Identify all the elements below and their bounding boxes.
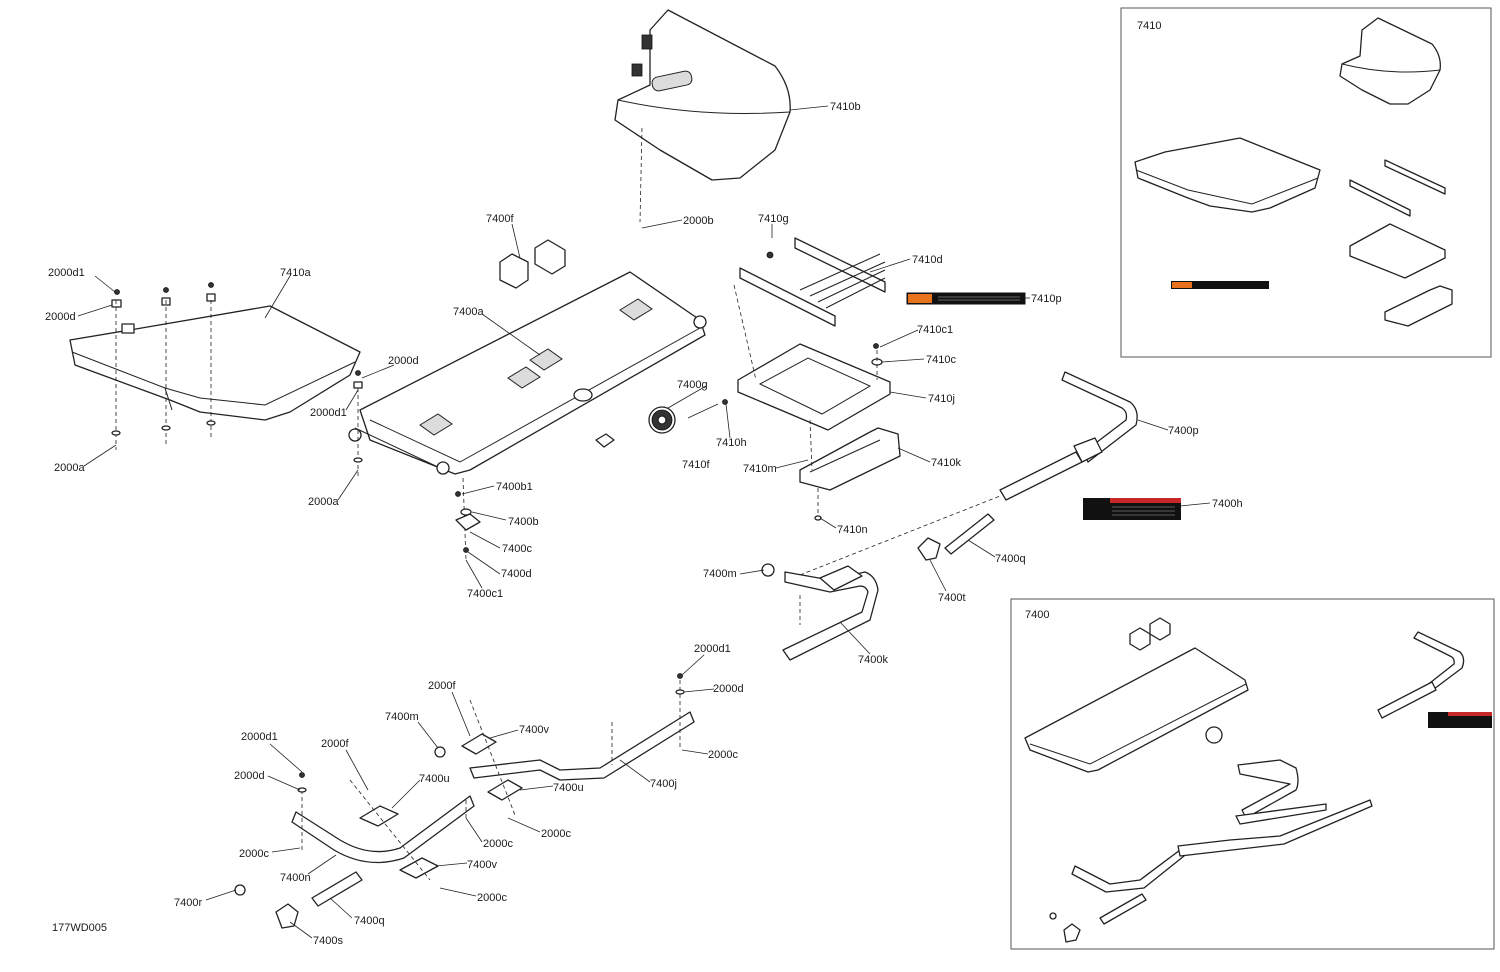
tray-pads bbox=[419, 298, 653, 436]
part-7400g-dial bbox=[648, 406, 676, 434]
callout-7400k: 7400k bbox=[858, 654, 888, 666]
part-7410b-seat-back bbox=[614, 9, 791, 181]
callout-2000d1: 2000d1 bbox=[310, 407, 347, 419]
part-7410a-seat-cushion bbox=[69, 305, 361, 421]
callout-2000c: 2000c bbox=[708, 749, 738, 761]
part-7400u-v-clamps bbox=[359, 733, 523, 879]
callout-7410p: 7410p bbox=[1031, 293, 1062, 305]
callout-2000d1: 2000d1 bbox=[241, 731, 278, 743]
part-7400p-grab-bar bbox=[999, 371, 1138, 501]
part-7410k-bracket bbox=[799, 427, 901, 491]
callout-7400b: 7400b bbox=[508, 516, 539, 528]
callout-7400g: 7400g bbox=[677, 379, 708, 391]
callout-7410a: 7410a bbox=[280, 267, 311, 279]
callout-7400f: 7400f bbox=[486, 213, 514, 225]
callout-7410b: 7410b bbox=[830, 101, 861, 113]
callout-7400d: 7400d bbox=[501, 568, 532, 580]
callout-7410f: 7410f bbox=[682, 459, 710, 471]
callout-7400u: 7400u bbox=[419, 773, 450, 785]
callout-7410c: 7410c bbox=[926, 354, 956, 366]
callout-7410n: 7410n bbox=[837, 524, 868, 536]
part-7410d-step-bars bbox=[739, 237, 886, 327]
callout-7400c: 7400c bbox=[502, 543, 532, 555]
callout-2000a: 2000a bbox=[54, 462, 85, 474]
callout-7400u: 7400u bbox=[553, 782, 584, 794]
callout-7400q: 7400q bbox=[354, 915, 385, 927]
callout-7400a: 7400a bbox=[453, 306, 484, 318]
part-7400f-latch bbox=[499, 239, 566, 289]
callout-2000a: 2000a bbox=[308, 496, 339, 508]
callout-2000b: 2000b bbox=[683, 215, 714, 227]
callout-7400q: 7400q bbox=[995, 553, 1026, 565]
drawing-reference: 177WD005 bbox=[52, 922, 107, 934]
callout-2000c: 2000c bbox=[477, 892, 507, 904]
part-7400q-tube bbox=[944, 513, 995, 555]
callout-7400m: 7400m bbox=[385, 711, 419, 723]
part-7400k-step-bar bbox=[761, 563, 879, 661]
callout-2000d1: 2000d1 bbox=[694, 643, 731, 655]
part-7400n-bar bbox=[291, 795, 475, 864]
callout-2000d1: 2000d1 bbox=[48, 267, 85, 279]
lower-fasteners bbox=[297, 673, 685, 881]
callout-7400p: 7400p bbox=[1168, 425, 1199, 437]
callout-2000d: 2000d bbox=[45, 311, 76, 323]
callout-7410c1: 7410c1 bbox=[917, 324, 953, 336]
callout-7410m: 7410m bbox=[743, 463, 777, 475]
fasteners-7400b bbox=[353, 370, 481, 561]
part-small-clip bbox=[595, 433, 615, 448]
decal-7400h bbox=[1083, 498, 1181, 520]
part-7410j-frame bbox=[737, 343, 891, 431]
inset-title-7410: 7410 bbox=[1137, 20, 1161, 32]
callout-2000f: 2000f bbox=[428, 680, 456, 692]
inset-title-7400: 7400 bbox=[1025, 609, 1049, 621]
inset-7410 bbox=[1120, 7, 1492, 358]
callout-2000c: 2000c bbox=[541, 828, 571, 840]
callout-7400t: 7400t bbox=[938, 592, 966, 604]
part-7400r-cap bbox=[234, 884, 246, 896]
decal-7410p bbox=[906, 292, 1026, 305]
callout-2000d: 2000d bbox=[388, 355, 419, 367]
part-7400q-lower-tube bbox=[311, 871, 363, 907]
callout-7400v: 7400v bbox=[467, 859, 497, 871]
callout-7400c1: 7400c1 bbox=[467, 588, 503, 600]
callout-7400r: 7400r bbox=[174, 897, 202, 909]
callout-7400m: 7400m bbox=[703, 568, 737, 580]
callout-7400h: 7400h bbox=[1212, 498, 1243, 510]
callout-7410d: 7410d bbox=[912, 254, 943, 266]
callout-2000c: 2000c bbox=[239, 848, 269, 860]
leader-lines bbox=[77, 105, 1211, 939]
fasteners-7410 bbox=[687, 343, 883, 521]
part-7400j-bar bbox=[434, 711, 695, 781]
part-7400a-tray bbox=[348, 271, 707, 475]
callout-7410j: 7410j bbox=[928, 393, 955, 405]
part-7400t-cap bbox=[917, 537, 941, 561]
callout-7410k: 7410k bbox=[931, 457, 961, 469]
callout-2000f: 2000f bbox=[321, 738, 349, 750]
inset-7400 bbox=[1010, 598, 1495, 950]
callout-7400v: 7400v bbox=[519, 724, 549, 736]
callout-7400n: 7400n bbox=[280, 872, 311, 884]
callout-7400j: 7400j bbox=[650, 778, 677, 790]
part-7400s-cap bbox=[275, 903, 299, 929]
callout-2000d: 2000d bbox=[713, 683, 744, 695]
callout-2000c: 2000c bbox=[483, 838, 513, 850]
fasteners-7410a bbox=[111, 282, 216, 450]
callout-labels: 7410b 2000b 7400f 7410g 7410d 7410p 2000d1 7410… bbox=[45, 101, 1243, 947]
callout-7400s: 7400s bbox=[313, 935, 343, 947]
callout-7410h: 7410h bbox=[716, 437, 747, 449]
callout-2000d: 2000d bbox=[234, 770, 265, 782]
callout-7400b1: 7400b1 bbox=[496, 481, 533, 493]
callout-7410g: 7410g bbox=[758, 213, 789, 225]
